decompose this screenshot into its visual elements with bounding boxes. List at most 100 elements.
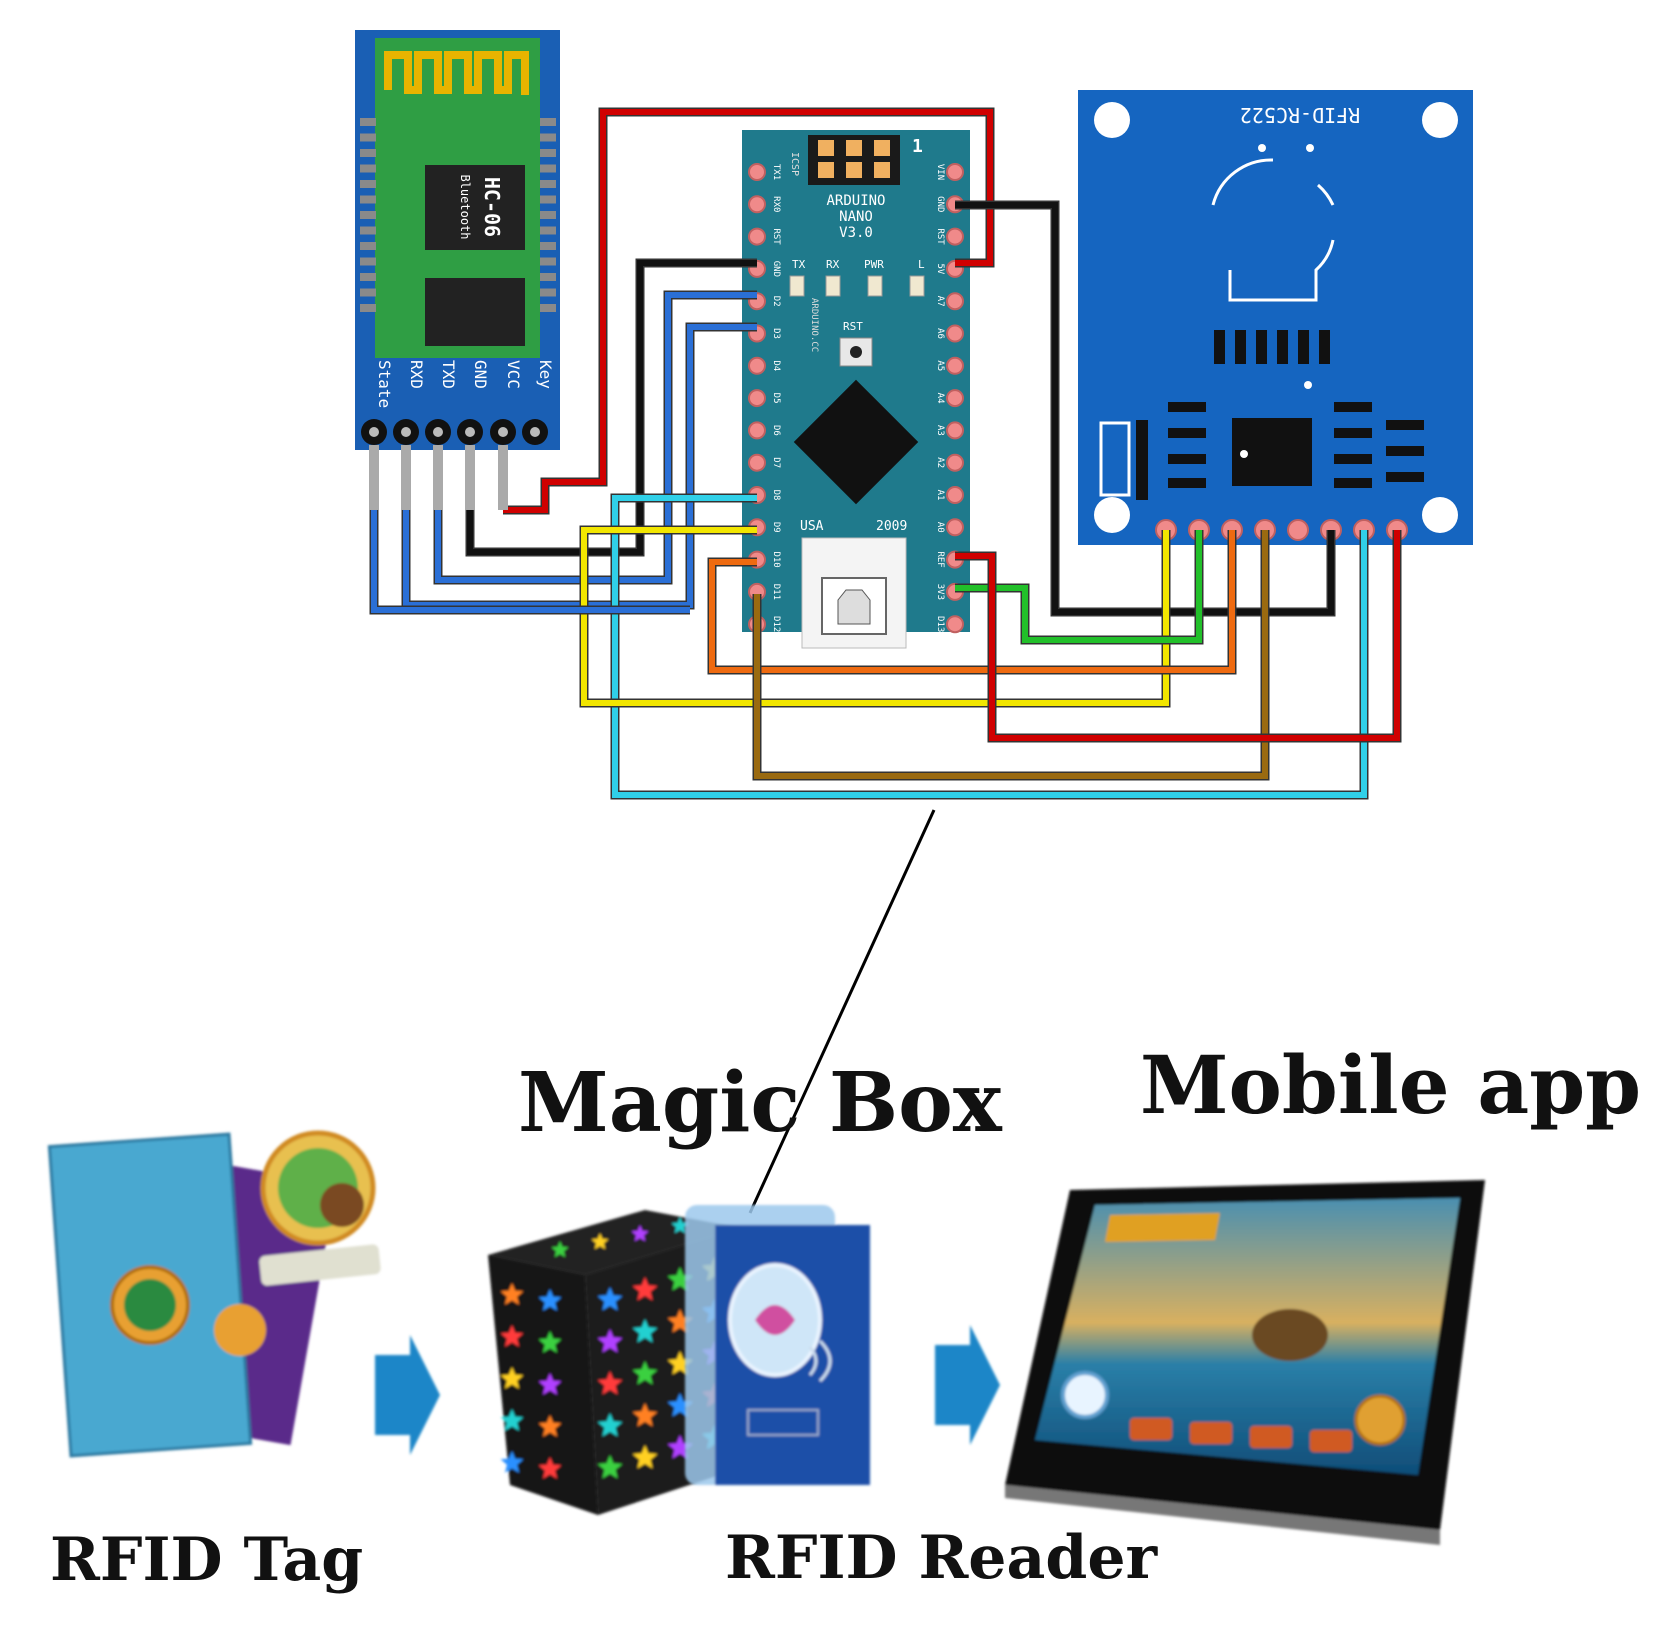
rfid-inductor [1136,420,1148,500]
label-mobile-app: Mobile app [1140,1038,1642,1132]
cube-star [500,1409,524,1431]
led-label-pwr: PWR [864,258,884,271]
hc06-pad-left [360,304,376,312]
hc06-chip [425,165,525,250]
rfid-capacitor [1334,478,1372,488]
cube-star [500,1325,524,1347]
hc06-title: HC-06 [480,177,504,237]
hc06-pad-left [360,257,376,266]
nano-pin-right [946,163,964,181]
card-purple-emblem [214,1304,266,1356]
rfid-capacitor [1386,446,1424,456]
wire-black [955,202,1334,615]
label-magic-box: Magic Box [518,1055,1002,1151]
year-label: 2009 [876,519,907,534]
nano-pin-left [748,356,766,375]
arduino-nano: ICSP 1 ARDUINO NANO V3.0 TX RX PWR L RST… [742,130,970,649]
nano-pin-label-right: A2 [935,457,945,468]
rfid-rc522-module: RFID-RC522 [1078,90,1473,545]
mount-hole-bl [1094,497,1130,533]
hc06-pad-right [540,273,556,281]
hc06-pad-right [540,180,556,188]
hc06-pin-hole-center [465,427,475,437]
callout-line [748,809,936,1214]
cube-star [632,1277,658,1301]
mount-hole-tr [1422,102,1458,138]
usb-tongue [837,589,871,625]
hc06-pad-left [360,288,376,297]
hc06-pin-holes [361,419,548,445]
nano-pin-left [748,389,766,408]
rfid-resistor [1319,330,1330,364]
app-button-2 [1190,1422,1232,1444]
icsp-pins [818,140,890,178]
hc06-pad-right [540,118,556,126]
nano-pin-right [946,453,964,472]
hc06-pad-right [540,304,556,312]
rfid-dot-3 [1304,381,1312,389]
rfid-capacitor [1168,478,1206,488]
hc06-pin-hole-center [530,427,540,437]
hc06-pad-right [540,195,556,204]
hc06-pad-right [540,257,556,266]
antenna-arc-right [1316,183,1335,206]
hc06-pin-label: VCC [504,360,523,389]
cube-star [591,1233,609,1250]
nano-pin-right [946,421,964,440]
cube-star [632,1445,658,1469]
icsp-pin [874,162,890,178]
wire-green [955,530,1202,643]
hc06-pin-hole-center [433,427,443,437]
nano-pin-label-right: A1 [935,490,945,501]
led-label-l: L [918,258,925,271]
cube-star [538,1289,562,1311]
app-badge [1354,1394,1406,1446]
rfid-resistor [1298,330,1309,364]
app-turtle [1252,1309,1328,1361]
arduino-cc-label: ARDUINO.CC [809,298,819,352]
tablet-screen [1035,1198,1460,1475]
rfid-capacitor [1386,472,1424,482]
nano-pin-label-right: REF [935,551,945,567]
nano-pin-label-right: A5 [935,360,945,371]
rfid-capacitor [1168,454,1206,464]
cube-star [500,1367,524,1389]
rfid-reader-photo [685,1205,870,1485]
hc06-pad-right [540,211,556,219]
hc06-pin-label: GND [471,360,490,389]
led-l [909,275,925,297]
nano-pin-right [946,389,964,408]
cube-star [671,1217,689,1234]
icsp-pin [846,162,862,178]
rfid-capacitor [1168,402,1206,412]
nano-pin-left [748,195,766,214]
nano-pin-label-left: RST [771,228,781,245]
wire-orange [709,530,1235,673]
hc06-chip-2 [425,278,525,346]
cube-star [538,1331,562,1353]
nano-pin-label-right: A0 [935,522,945,533]
icsp-pin [846,140,862,156]
nano-pin-label-left: D9 [771,522,781,533]
hc06-pad-left [360,195,376,204]
cube-star [500,1283,524,1305]
icsp-pin [818,140,834,156]
nano-pin-right [946,615,964,634]
hc06-pad-left [360,149,376,157]
hc06-pin-label: State [375,360,394,408]
hc06-pad-left [360,164,376,173]
hc06-pad-right [540,288,556,297]
nano-pin-label-right: A7 [935,296,945,307]
nano-pin-right [946,292,964,311]
rfid-smd-components [1136,330,1424,500]
cube-star [538,1415,562,1437]
cube-star [551,1241,569,1258]
nano-pin-label-left: D3 [771,328,781,339]
mini-usb-connector [801,537,907,649]
hc06-pad-left [360,226,376,235]
nano-pin-label-left: D12 [771,616,781,632]
nano-pin-label-right: GND [935,196,945,212]
nano-pin-label-left: D4 [771,360,781,371]
rfid-resistor [1277,330,1288,364]
